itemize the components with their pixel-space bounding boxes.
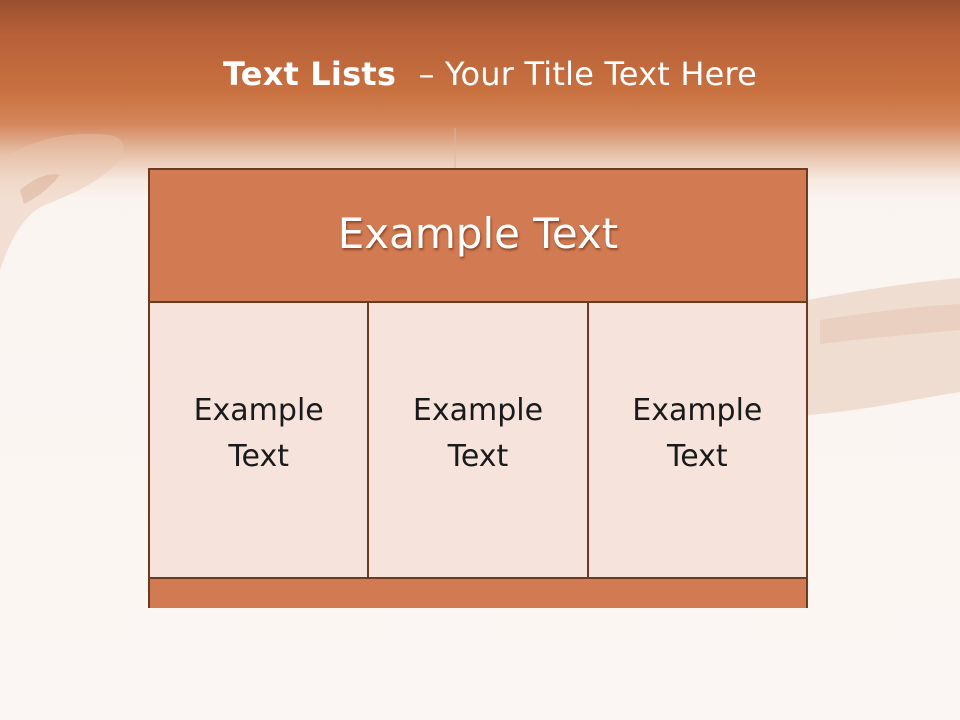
panel-cell-2: Example Text	[369, 303, 589, 577]
panel-cell-3-text: Example Text	[632, 393, 763, 474]
title-bold-text: Text Lists	[222, 55, 397, 93]
panel-cell-2-text: Example Text	[412, 393, 544, 474]
panel-cell-3: Example Text	[588, 303, 806, 577]
title-rest-text: Your Title Text Here	[445, 55, 758, 93]
panel-cells: Example Text Example Text Example Text	[150, 303, 806, 577]
panel-cell-1: Example Text	[150, 303, 370, 577]
panel-cell-1-text: Example Text	[193, 393, 324, 474]
panel-header: Example Text	[150, 170, 806, 303]
header-band	[0, 0, 960, 200]
slide-title: Text Lists – Your Title Text Here	[0, 52, 960, 96]
title-separator: –	[418, 55, 435, 93]
panel-footer-bar	[150, 577, 806, 608]
panel-header-text: Example Text	[337, 209, 619, 258]
text-list-panel: Example Text Example Text Example Text E…	[148, 168, 808, 608]
